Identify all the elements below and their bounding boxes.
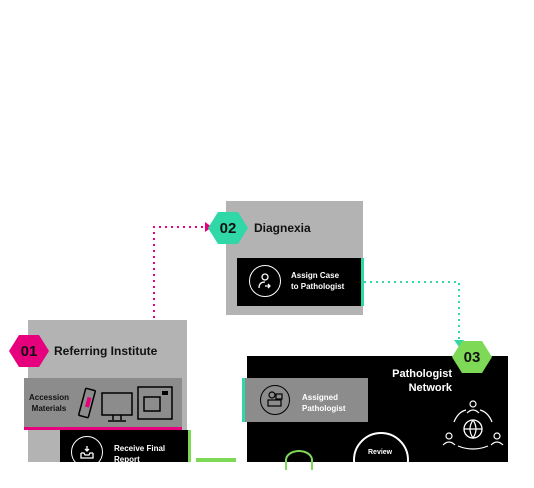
connector-01-to-02 — [153, 226, 205, 318]
arrow-head-02 — [205, 222, 212, 232]
step01-number: 01 — [20, 342, 38, 360]
connector-02-to-03 — [364, 281, 460, 340]
review-label: Review — [368, 449, 393, 456]
step02-assign-label: Assign Case to Pathologist — [291, 271, 345, 291]
arrow-head-03 — [454, 340, 464, 347]
review-circle — [353, 432, 409, 488]
return-bar — [196, 458, 236, 462]
step03-title: Pathologist Network — [392, 368, 452, 394]
assigned-pathologist-icon — [260, 385, 290, 415]
step02-number: 02 — [219, 219, 237, 237]
step01-title: Referring Institute — [54, 344, 158, 358]
microscope-icon — [285, 450, 313, 470]
step01-report-label: Receive Final Report — [114, 444, 166, 464]
accession-materials-label: Accession Materials — [29, 393, 70, 413]
assign-case-icon — [249, 265, 281, 297]
step03-assigned-label: Assigned Pathologist — [302, 393, 346, 413]
inbox-report-icon — [71, 436, 103, 468]
step03-number: 03 — [463, 348, 481, 366]
lab-equipment-icon — [78, 386, 173, 422]
step01-number-hex: 01 — [9, 335, 49, 367]
step02-number-hex: 02 — [208, 212, 248, 244]
network-globe-icon — [442, 400, 504, 450]
step02-title: Diagnexia — [254, 221, 311, 235]
